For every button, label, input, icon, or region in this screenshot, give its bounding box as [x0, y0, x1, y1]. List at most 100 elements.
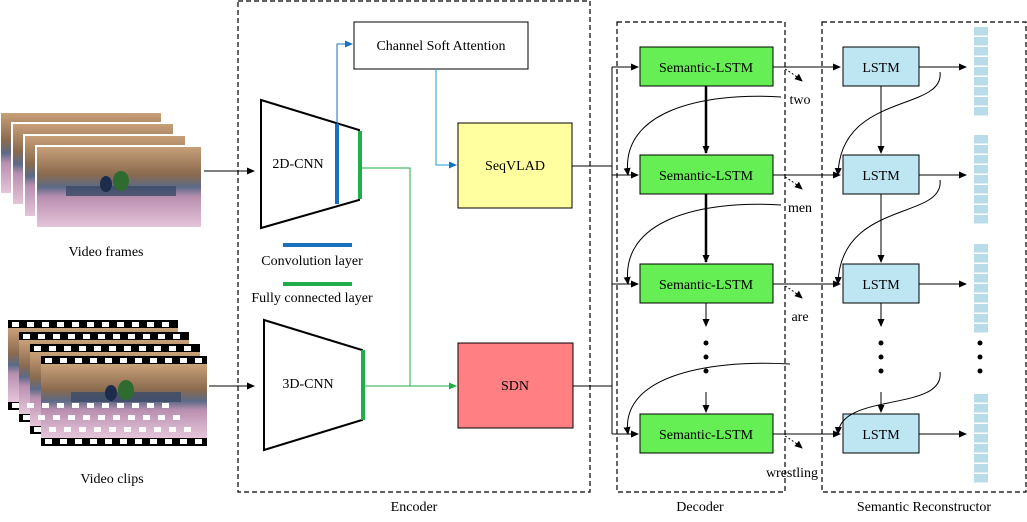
ellipsis-dot — [878, 368, 884, 374]
film-sprocket-hole — [165, 439, 172, 444]
word-output-arrow — [784, 176, 803, 190]
reconstructor-lstm-cell — [842, 154, 920, 195]
semantic-lstm-label: Semantic-LSTM — [659, 428, 754, 443]
film-sprocket-hole — [139, 346, 146, 351]
film-sprocket-hole — [113, 415, 120, 420]
film-sprocket-hole — [79, 427, 86, 432]
film-sprocket-hole — [147, 322, 154, 327]
encoder-title: Encoder — [391, 500, 438, 515]
film-sprocket-hole — [109, 427, 116, 432]
film-sprocket-hole — [162, 403, 169, 408]
film-sprocket-hole — [180, 358, 187, 363]
film-sprocket-hole — [53, 415, 60, 420]
film-sprocket-hole — [169, 427, 176, 432]
film-sprocket-hole — [57, 322, 64, 327]
film-sprocket-hole — [158, 334, 165, 339]
film-sprocket-hole — [75, 358, 82, 363]
semantic-lstm-cell — [639, 46, 774, 87]
film-sprocket-hole — [120, 439, 127, 444]
feature-vector-cell — [974, 145, 988, 154]
feature-vector-cell — [974, 404, 988, 413]
cnn-2d-block — [260, 98, 360, 230]
legend-fc-label: Fully connected layer — [251, 291, 373, 306]
film-sprocket-hole — [162, 322, 169, 327]
film-sprocket-hole — [68, 415, 75, 420]
film-sprocket-hole — [195, 439, 202, 444]
film-sprocket-hole — [23, 415, 30, 420]
film-sprocket-hole — [109, 346, 116, 351]
film-sprocket-hole — [38, 415, 45, 420]
feature-vector-cell — [974, 205, 988, 214]
film-sprocket-hole — [68, 334, 75, 339]
semantic-lstm-label: Semantic-LSTM — [659, 278, 754, 293]
feature-vector-cell — [974, 454, 988, 463]
film-sprocket-hole — [165, 358, 172, 363]
feature-vector-cell — [974, 274, 988, 283]
word-output-arrow — [784, 68, 803, 82]
feature-vector-cell — [974, 47, 988, 56]
film-sprocket-hole — [150, 358, 157, 363]
film-sprocket-hole — [139, 427, 146, 432]
reconstructor-lstm-label: LSTM — [862, 278, 900, 293]
feature-vector-cell — [974, 254, 988, 263]
ellipsis-dot — [878, 354, 884, 360]
film-sprocket-hole — [79, 346, 86, 351]
semantic-lstm-cell — [639, 154, 774, 195]
encoder-border — [237, 0, 591, 493]
film-sprocket-hole — [90, 439, 97, 444]
film-sprocket-hole — [23, 334, 30, 339]
ellipsis-dot — [703, 354, 709, 360]
feature-vector-cell — [974, 107, 988, 116]
film-sprocket-hole — [94, 427, 101, 432]
feature-vector-cell — [974, 264, 988, 273]
video-frames-stack — [0, 111, 203, 229]
output-word: wrestling — [766, 466, 818, 481]
word-output-arrow — [784, 285, 803, 299]
feature-vector-cell — [974, 414, 988, 423]
channel-soft-attention-box — [353, 21, 529, 70]
film-sprocket-hole — [124, 346, 131, 351]
film-sprocket-hole — [105, 358, 112, 363]
film-sprocket-hole — [135, 358, 142, 363]
film-sprocket-hole — [105, 439, 112, 444]
feature-vector-cell — [974, 215, 988, 224]
feature-vector-cell — [974, 424, 988, 433]
reconstructor-title: Semantic Reconstructor — [857, 500, 991, 515]
film-sprocket-hole — [180, 439, 187, 444]
seqvlad-box — [457, 122, 573, 209]
fc2d-to-sdn-line — [362, 167, 411, 386]
sdn-label: SDN — [501, 379, 529, 394]
film-sprocket-hole — [87, 322, 94, 327]
feature-vector-cell — [974, 294, 988, 303]
feature-vector-cell — [974, 314, 988, 323]
film-sprocket-hole — [34, 346, 41, 351]
film-sprocket-hole — [98, 334, 105, 339]
feature-vector-cell — [974, 165, 988, 174]
recon-feedback-arrow — [834, 179, 941, 285]
film-sprocket-hole — [98, 415, 105, 420]
reconstructor-lstm-label: LSTM — [862, 428, 900, 443]
film-sprocket-hole — [128, 415, 135, 420]
film-sprocket-hole — [49, 427, 56, 432]
ellipsis-dot — [977, 340, 983, 346]
film-sprocket-hole — [72, 322, 79, 327]
output-word: are — [791, 310, 808, 325]
reconstructor-lstm-cell — [842, 413, 920, 454]
film-sprocket-hole — [38, 334, 45, 339]
video-clips-label: Video clips — [80, 472, 143, 487]
feature-vector-cell — [974, 464, 988, 473]
feature-vector-cell — [974, 37, 988, 46]
feature-vector-cell — [974, 97, 988, 106]
feature-vector-cell — [974, 284, 988, 293]
output-word: men — [788, 201, 812, 216]
film-sprocket-hole — [195, 358, 202, 363]
word-feedback-arrow — [623, 95, 782, 176]
ellipsis-dot — [703, 368, 709, 374]
film-sprocket-hole — [12, 403, 19, 408]
output-word: two — [790, 93, 811, 108]
film-sprocket-hole — [132, 322, 139, 327]
feature-vector-cell — [974, 394, 988, 403]
film-sprocket-hole — [135, 439, 142, 444]
